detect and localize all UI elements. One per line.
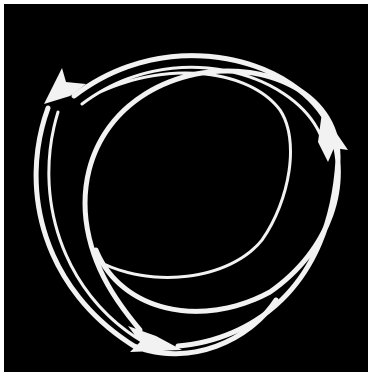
black-background-panel bbox=[4, 4, 368, 372]
